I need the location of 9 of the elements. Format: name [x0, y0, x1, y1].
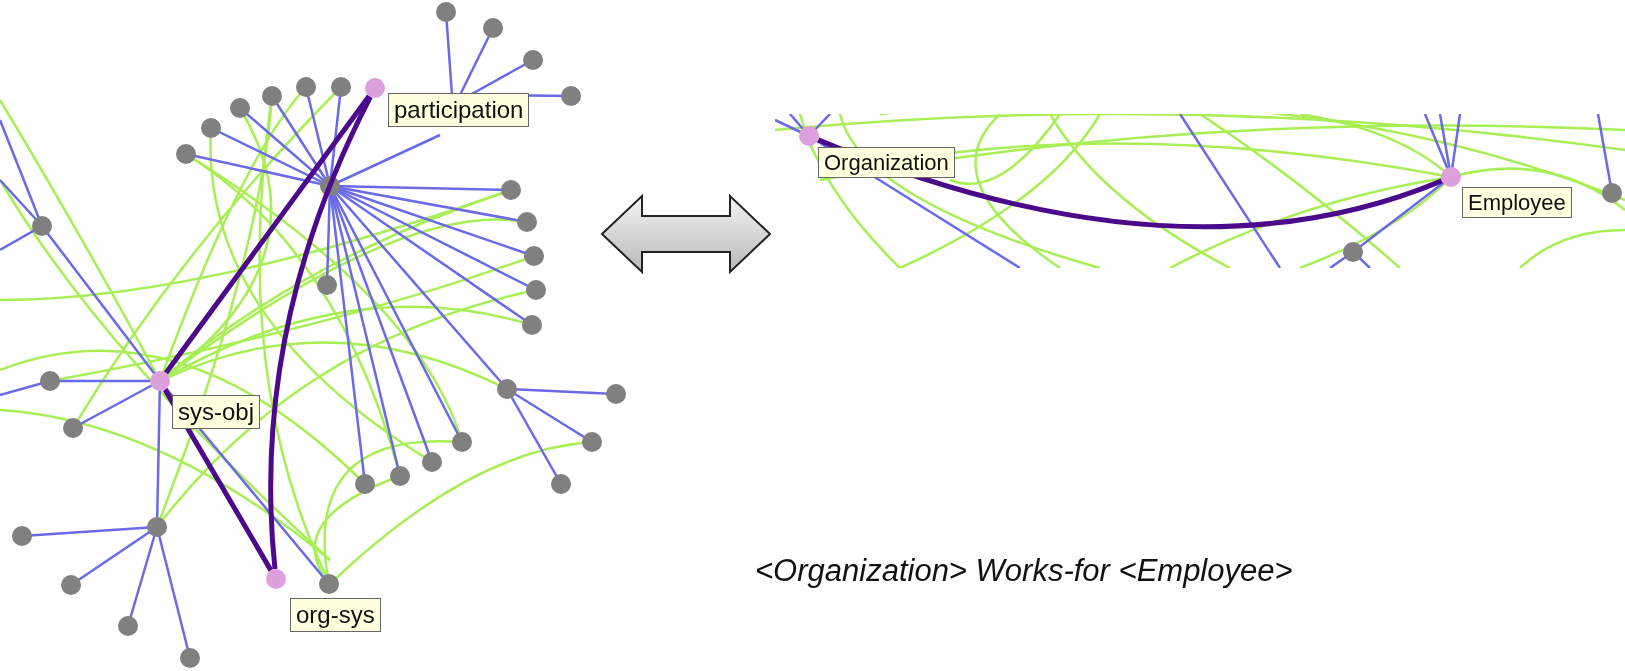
- node-label: sys-obj: [172, 395, 261, 429]
- relation-line: [268, 95, 373, 570]
- relation-line: [817, 137, 1443, 230]
- node-label: org-sys: [290, 598, 381, 632]
- node-label: Organization: [818, 147, 955, 179]
- relation-line: [162, 388, 274, 572]
- node-label: Employee: [1462, 187, 1572, 219]
- node-label: participation: [388, 93, 530, 127]
- caption-text: <Organization> Works-for <Employee>: [755, 553, 1293, 589]
